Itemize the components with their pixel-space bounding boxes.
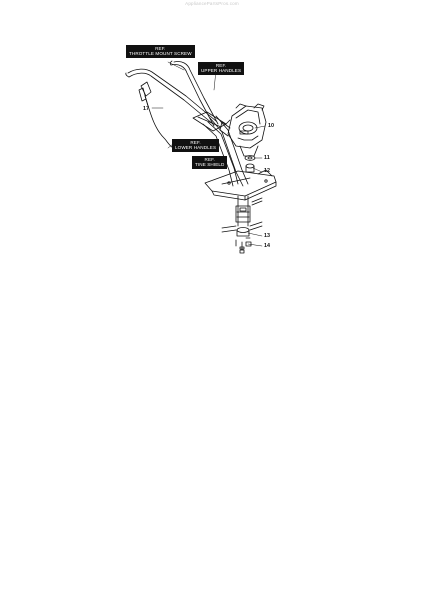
part-number-10: 10 — [268, 123, 274, 129]
tine-shield — [204, 169, 277, 201]
engine-block — [219, 103, 267, 157]
callout-label: TINE SHIELD — [195, 162, 225, 168]
callout-ref: REF. — [204, 157, 215, 162]
callout-lower-handles: REF. LOWER HANDLES — [172, 139, 220, 152]
callout-label: UPPER HANDLES — [201, 68, 242, 74]
bolt-hardware — [235, 237, 252, 254]
part-number-14: 14 — [264, 243, 270, 249]
part-number-13: 13 — [264, 233, 270, 239]
callout-throttle-mount-screw: REF. THROTTLE MOUNT SCREW — [126, 45, 195, 58]
callout-ref: REF. — [155, 46, 166, 51]
callout-label: THROTTLE MOUNT SCREW — [129, 51, 192, 57]
callout-label: LOWER HANDLES — [175, 145, 217, 151]
upper-handle-left — [125, 68, 217, 125]
watermark: AppliancePartsPros.com — [185, 1, 239, 6]
callout-ref: REF. — [190, 140, 201, 145]
engine-mount-hardware — [244, 155, 256, 173]
callout-upper-handles: REF. UPPER HANDLES — [198, 62, 245, 75]
transmission — [221, 195, 263, 237]
callout-tine-shield: REF. TINE SHIELD — [192, 156, 228, 169]
callout-ref: REF. — [215, 63, 227, 68]
part-number-17: 17 — [143, 106, 149, 112]
throttle-control — [138, 81, 152, 107]
part-number-12: 12 — [264, 168, 270, 174]
part-number-11: 11 — [264, 155, 270, 161]
